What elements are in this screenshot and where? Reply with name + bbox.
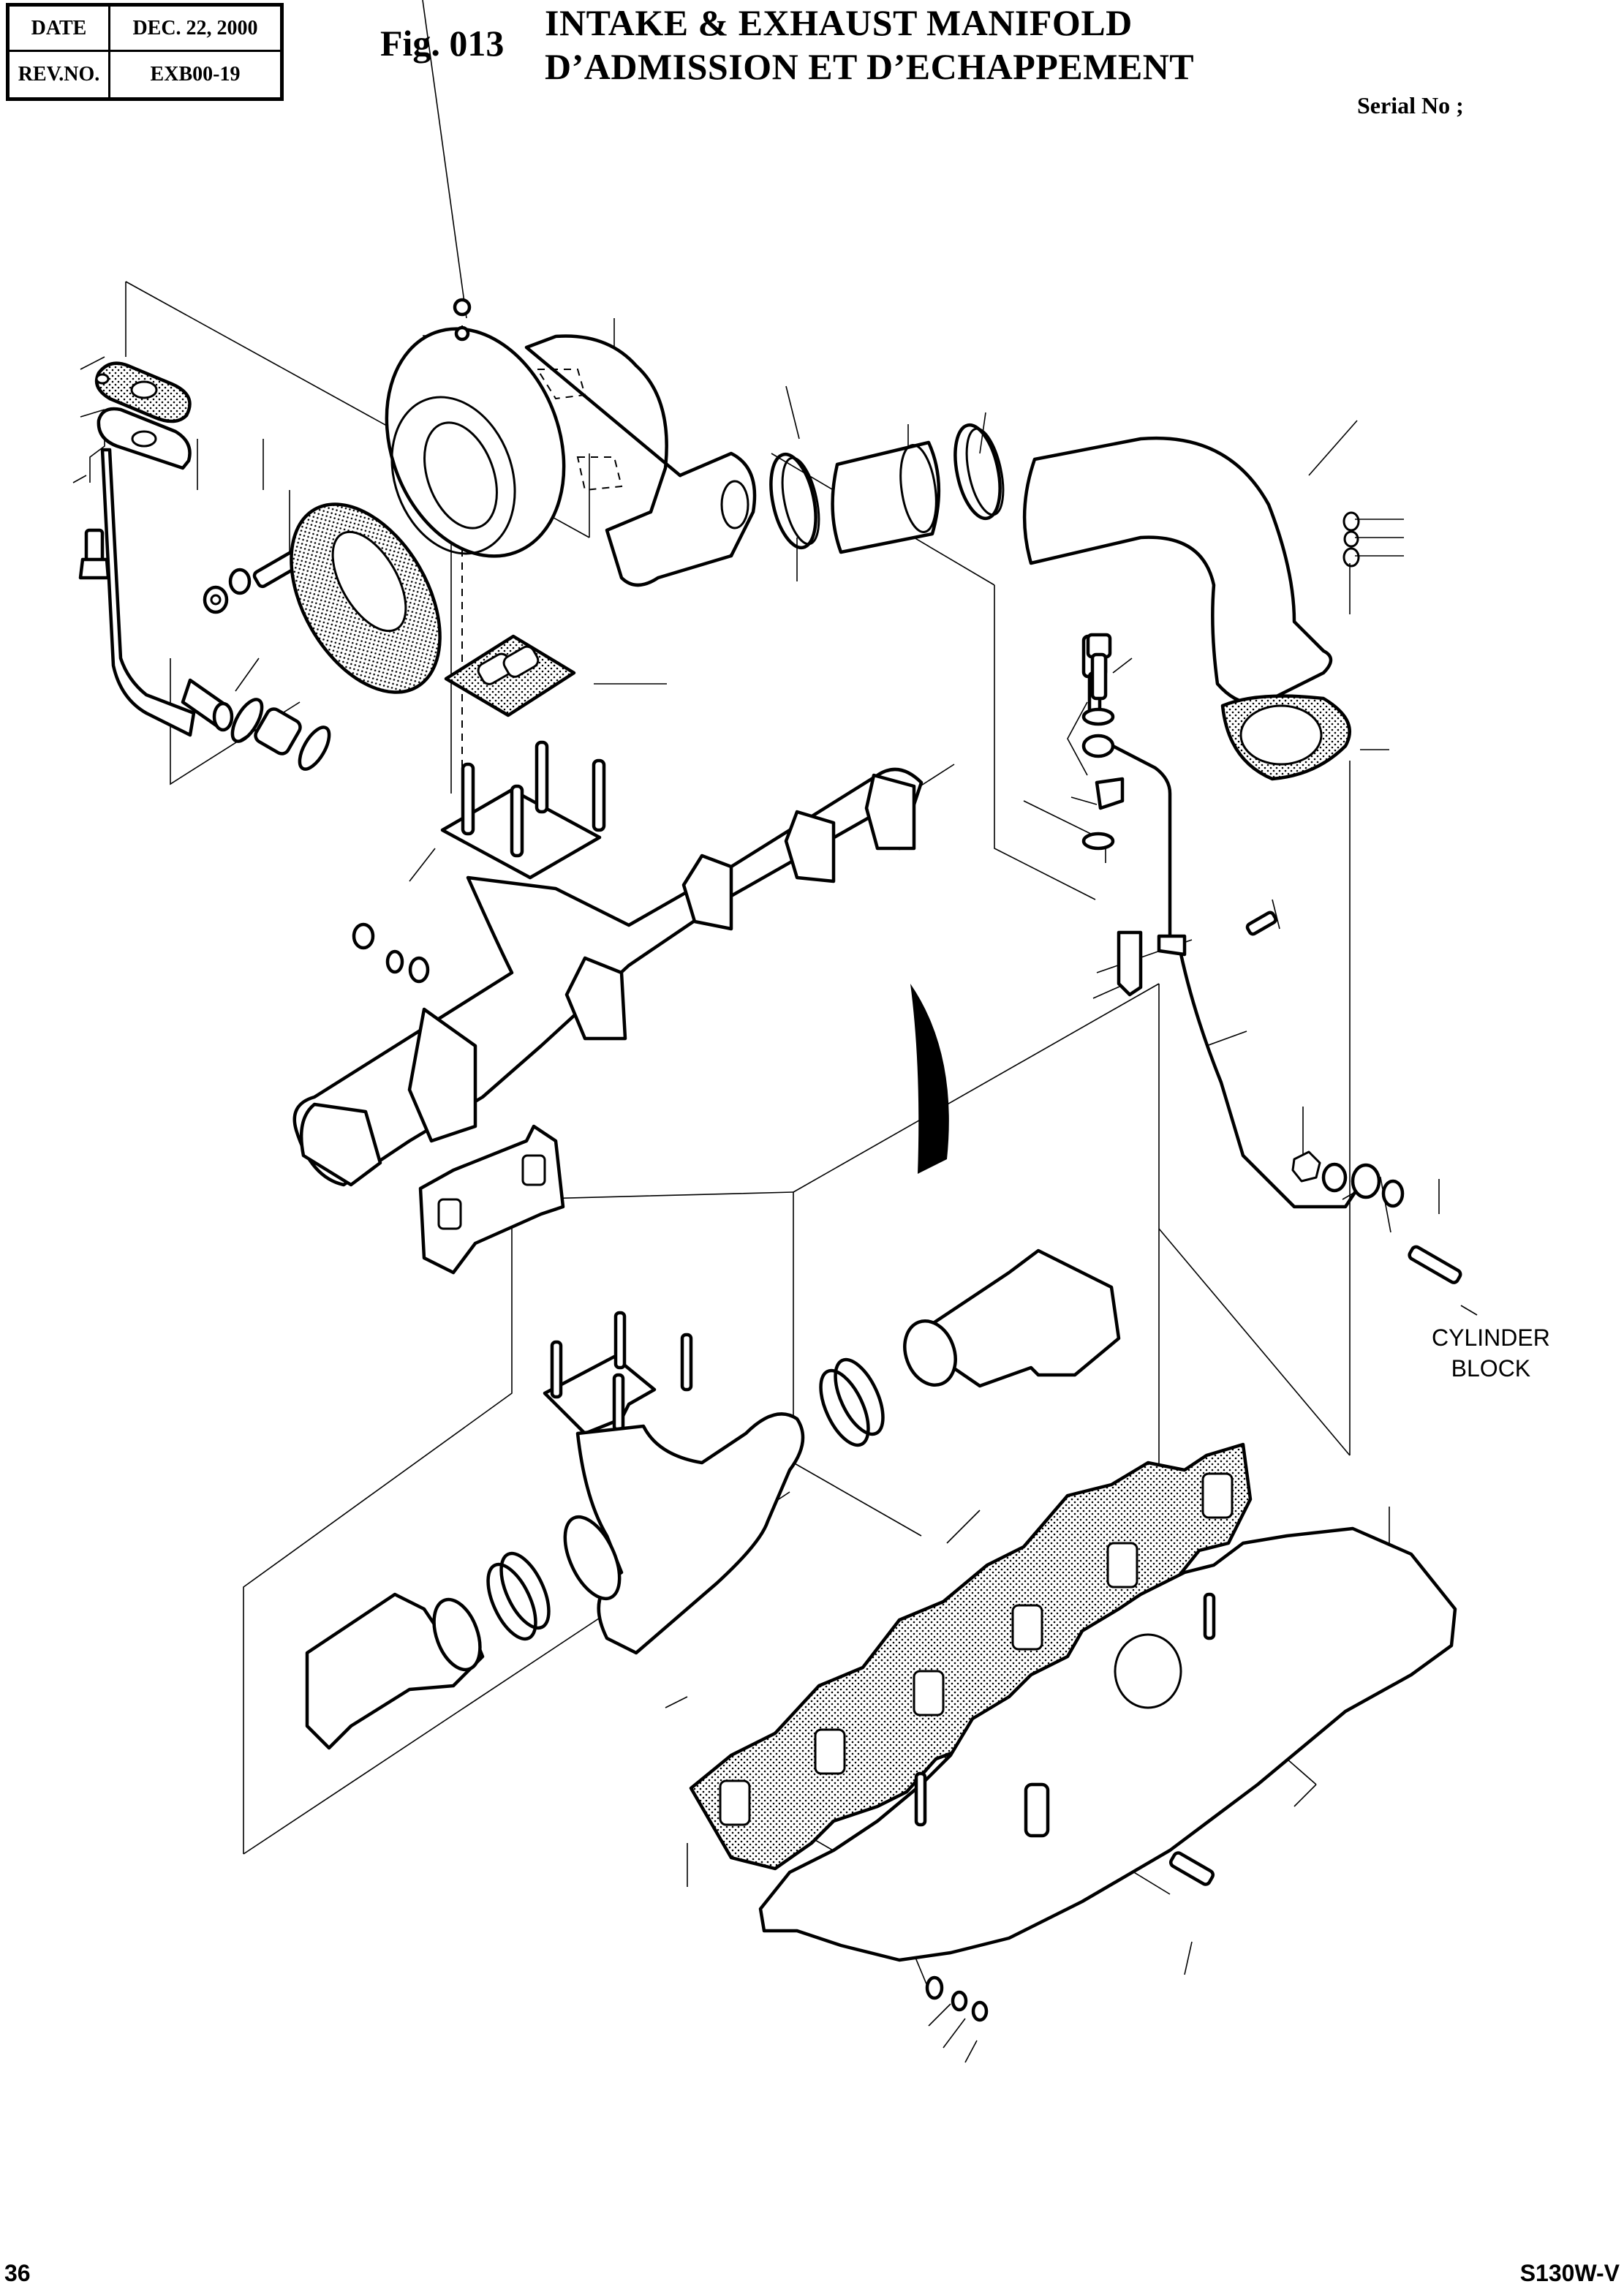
- oil-inlet-gasket: [94, 361, 192, 423]
- intake-hose-and-clamps: [769, 423, 1005, 554]
- cap-screw: [78, 528, 110, 580]
- direction-arrow: [910, 984, 949, 1174]
- cylinder-block-annotation: CYLINDER BLOCK: [1432, 1322, 1550, 1384]
- elbow-pipe: [1022, 436, 1360, 705]
- eye-bolt: [1086, 633, 1112, 701]
- page-number: 36: [4, 2260, 31, 2286]
- page-title-french: D’ADMISSION ET D’ECHAPPEMENT: [545, 46, 1195, 87]
- cylinder-block-line1: CYLINDER: [1432, 1324, 1550, 1351]
- turbo-outlet-gasket: [290, 502, 442, 694]
- exhaust-manifold-exploded: [305, 1248, 1121, 1750]
- date-label: DATE: [10, 7, 110, 52]
- oil-inlet-pipe: [97, 407, 234, 737]
- revision-label: REV.NO.: [10, 52, 110, 97]
- hose-clamps-small: [230, 698, 331, 771]
- exhaust-manifold-assembly: [292, 740, 924, 1187]
- turbo-manifold-gasket: [444, 634, 576, 717]
- manifold-gasket-small: [418, 1124, 565, 1275]
- cylinder-block-line2: BLOCK: [1451, 1355, 1531, 1382]
- figure-number: Fig. 013: [380, 23, 505, 64]
- model-code: S130W-V: [1519, 2260, 1620, 2286]
- intake-manifold-gasket: [689, 1442, 1253, 1871]
- revision-value: EXB00-19: [150, 63, 241, 86]
- intake-manifold: [758, 1526, 1457, 2022]
- oil-drain-assembly: [1081, 634, 1462, 1284]
- revision-info-table: DATE DEC. 22, 2000 REV.NO. EXB00-19: [6, 3, 284, 101]
- page-title-english: INTAKE & EXHAUST MANIFOLD: [545, 2, 1133, 43]
- date-value: DEC. 22, 2000: [110, 7, 280, 52]
- turbocharger: [385, 298, 757, 587]
- elbow-gasket: [1220, 694, 1351, 781]
- serial-number-label: Serial No ;: [1357, 92, 1464, 118]
- nut-washer-set: [352, 922, 430, 984]
